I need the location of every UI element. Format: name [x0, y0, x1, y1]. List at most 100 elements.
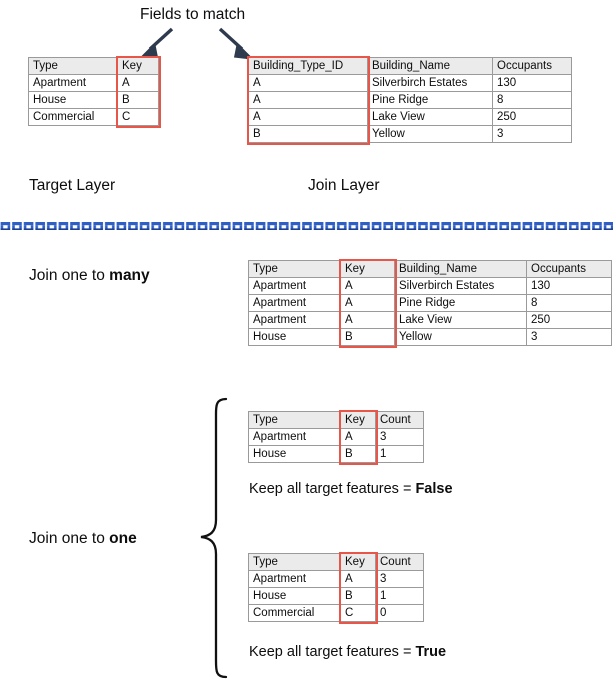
- cell-type: Commercial: [248, 604, 341, 622]
- cell-occupants: 130: [526, 277, 612, 295]
- cell-type: Apartment: [28, 74, 118, 92]
- cell-building-name: Yellow: [367, 125, 493, 143]
- keep-all-true-label: Keep all target features = True: [249, 644, 446, 661]
- cell-type: Apartment: [248, 570, 341, 588]
- cell-building-name: Lake View: [394, 311, 527, 329]
- column-header-occupants: Occupants: [526, 260, 612, 278]
- cell-building-name: Silverbirch Estates: [367, 74, 493, 92]
- column-header-building-type-id: Building_Type_ID: [248, 57, 368, 75]
- cell-key: A: [340, 428, 376, 446]
- curly-brace-icon: [200, 397, 228, 679]
- cell-occupants: 130: [492, 74, 572, 92]
- cell-type: Apartment: [248, 311, 341, 329]
- cell-count: 1: [375, 587, 424, 605]
- cell-type: Apartment: [248, 294, 341, 312]
- column-header-key: Key: [340, 260, 395, 278]
- dashed-divider-icon: [0, 220, 613, 232]
- join-one-to-many-prefix: Join one to: [29, 267, 110, 284]
- cell-key: A: [340, 277, 395, 295]
- join-one-to-one-prefix: Join one to: [29, 530, 110, 547]
- cell-building-type-id: B: [248, 125, 368, 143]
- keep-all-true-emphasis: True: [415, 644, 447, 660]
- arrow-down-left-icon: [137, 27, 174, 60]
- column-header-key: Key: [117, 57, 159, 75]
- column-header-count: Count: [375, 411, 424, 429]
- cell-occupants: 3: [492, 125, 572, 143]
- join-one-to-many-emphasis: many: [109, 267, 150, 284]
- cell-building-name: Pine Ridge: [394, 294, 527, 312]
- cell-type: Commercial: [28, 108, 118, 126]
- cell-type: House: [248, 587, 341, 605]
- cell-building-name: Pine Ridge: [367, 91, 493, 109]
- keep-all-false-emphasis: False: [415, 481, 453, 497]
- cell-occupants: 250: [492, 108, 572, 126]
- cell-key: B: [340, 445, 376, 463]
- cell-building-type-id: A: [248, 108, 368, 126]
- target-layer-caption: Target Layer: [29, 177, 116, 194]
- arrow-down-right-icon: [218, 27, 255, 60]
- join-layer-caption: Join Layer: [308, 177, 380, 194]
- cell-building-name: Lake View: [367, 108, 493, 126]
- cell-type: Apartment: [248, 277, 341, 295]
- cell-key: C: [340, 604, 376, 622]
- column-header-building-name: Building_Name: [367, 57, 493, 75]
- column-header-count: Count: [375, 553, 424, 571]
- cell-type: House: [28, 91, 118, 109]
- cell-building-type-id: A: [248, 74, 368, 92]
- cell-building-name: Yellow: [394, 328, 527, 346]
- join-one-to-one-label: Join one to one: [29, 530, 137, 549]
- cell-type: Apartment: [248, 428, 341, 446]
- column-header-occupants: Occupants: [492, 57, 572, 75]
- column-header-type: Type: [248, 553, 341, 571]
- cell-type: House: [248, 328, 341, 346]
- cell-key: A: [340, 294, 395, 312]
- cell-key: A: [340, 311, 395, 329]
- cell-key: A: [340, 570, 376, 588]
- column-header-building-name: Building_Name: [394, 260, 527, 278]
- column-header-type: Type: [248, 411, 341, 429]
- cell-building-name: Silverbirch Estates: [394, 277, 527, 295]
- cell-key: C: [117, 108, 159, 126]
- cell-key: B: [340, 587, 376, 605]
- column-header-type: Type: [248, 260, 341, 278]
- column-header-key: Key: [340, 411, 376, 429]
- keep-all-false-label: Keep all target features = False: [249, 481, 453, 498]
- column-header-key: Key: [340, 553, 376, 571]
- fields-to-match-title: Fields to match: [140, 6, 246, 23]
- cell-count: 3: [375, 428, 424, 446]
- cell-key: B: [117, 91, 159, 109]
- cell-count: 3: [375, 570, 424, 588]
